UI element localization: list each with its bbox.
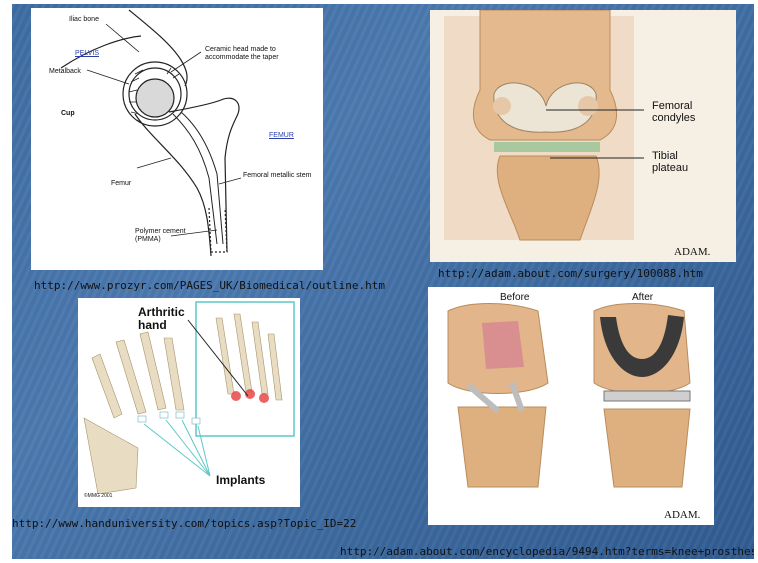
femur-caps-label: FEMUR xyxy=(269,132,294,140)
adam-logo-2: ADAM. xyxy=(664,509,700,521)
femoral-condyles-label: Femoral condyles xyxy=(652,100,714,124)
hand-panel: Arthritic hand Implants ©MMG 2001 xyxy=(78,298,300,507)
knee-anatomy-illustration xyxy=(430,10,736,262)
copyright-mark: ©MMG 2001 xyxy=(84,494,112,500)
knee-replacement-illustration xyxy=(428,287,714,525)
hip-diagram-panel: Iliac bone PELVIS Ceramic head made to a… xyxy=(31,8,323,270)
iliac-bone-label: Iliac bone xyxy=(69,16,99,24)
ceramic-head-label: Ceramic head made to accommodate the tap… xyxy=(205,46,317,61)
replacement-source-url[interactable]: http://adam.about.com/encyclopedia/9494.… xyxy=(340,545,754,558)
knee-replacement-panel: Before After ADAM. xyxy=(428,287,714,525)
knee-source-url[interactable]: http://adam.about.com/surgery/100088.htm xyxy=(438,267,703,280)
cup-label: Cup xyxy=(61,110,75,118)
tibial-plateau-label: Tibial plateau xyxy=(652,150,702,174)
hip-source-url[interactable]: http://www.prozyr.com/PAGES_UK/Biomedica… xyxy=(34,279,385,292)
adam-logo: ADAM. xyxy=(674,246,710,258)
hand-source-url[interactable]: http://www.handuniversity.com/topics.asp… xyxy=(12,517,356,530)
before-label: Before xyxy=(500,292,529,303)
femur-label: Femur xyxy=(111,180,131,188)
knee-anatomy-panel: Femoral condyles Tibial plateau ADAM. xyxy=(430,10,736,262)
slide: Iliac bone PELVIS Ceramic head made to a… xyxy=(12,4,754,559)
femoral-stem-label: Femoral metallic stem xyxy=(243,172,313,180)
arthritic-hand-label: Arthritic hand xyxy=(138,306,198,332)
implants-label: Implants xyxy=(216,474,265,487)
after-label: After xyxy=(632,292,653,303)
pelvis-label: PELVIS xyxy=(75,50,99,58)
polymer-cement-label: Polymer cement (PMMA) xyxy=(135,228,205,243)
metalback-label: Metalback xyxy=(49,68,81,76)
